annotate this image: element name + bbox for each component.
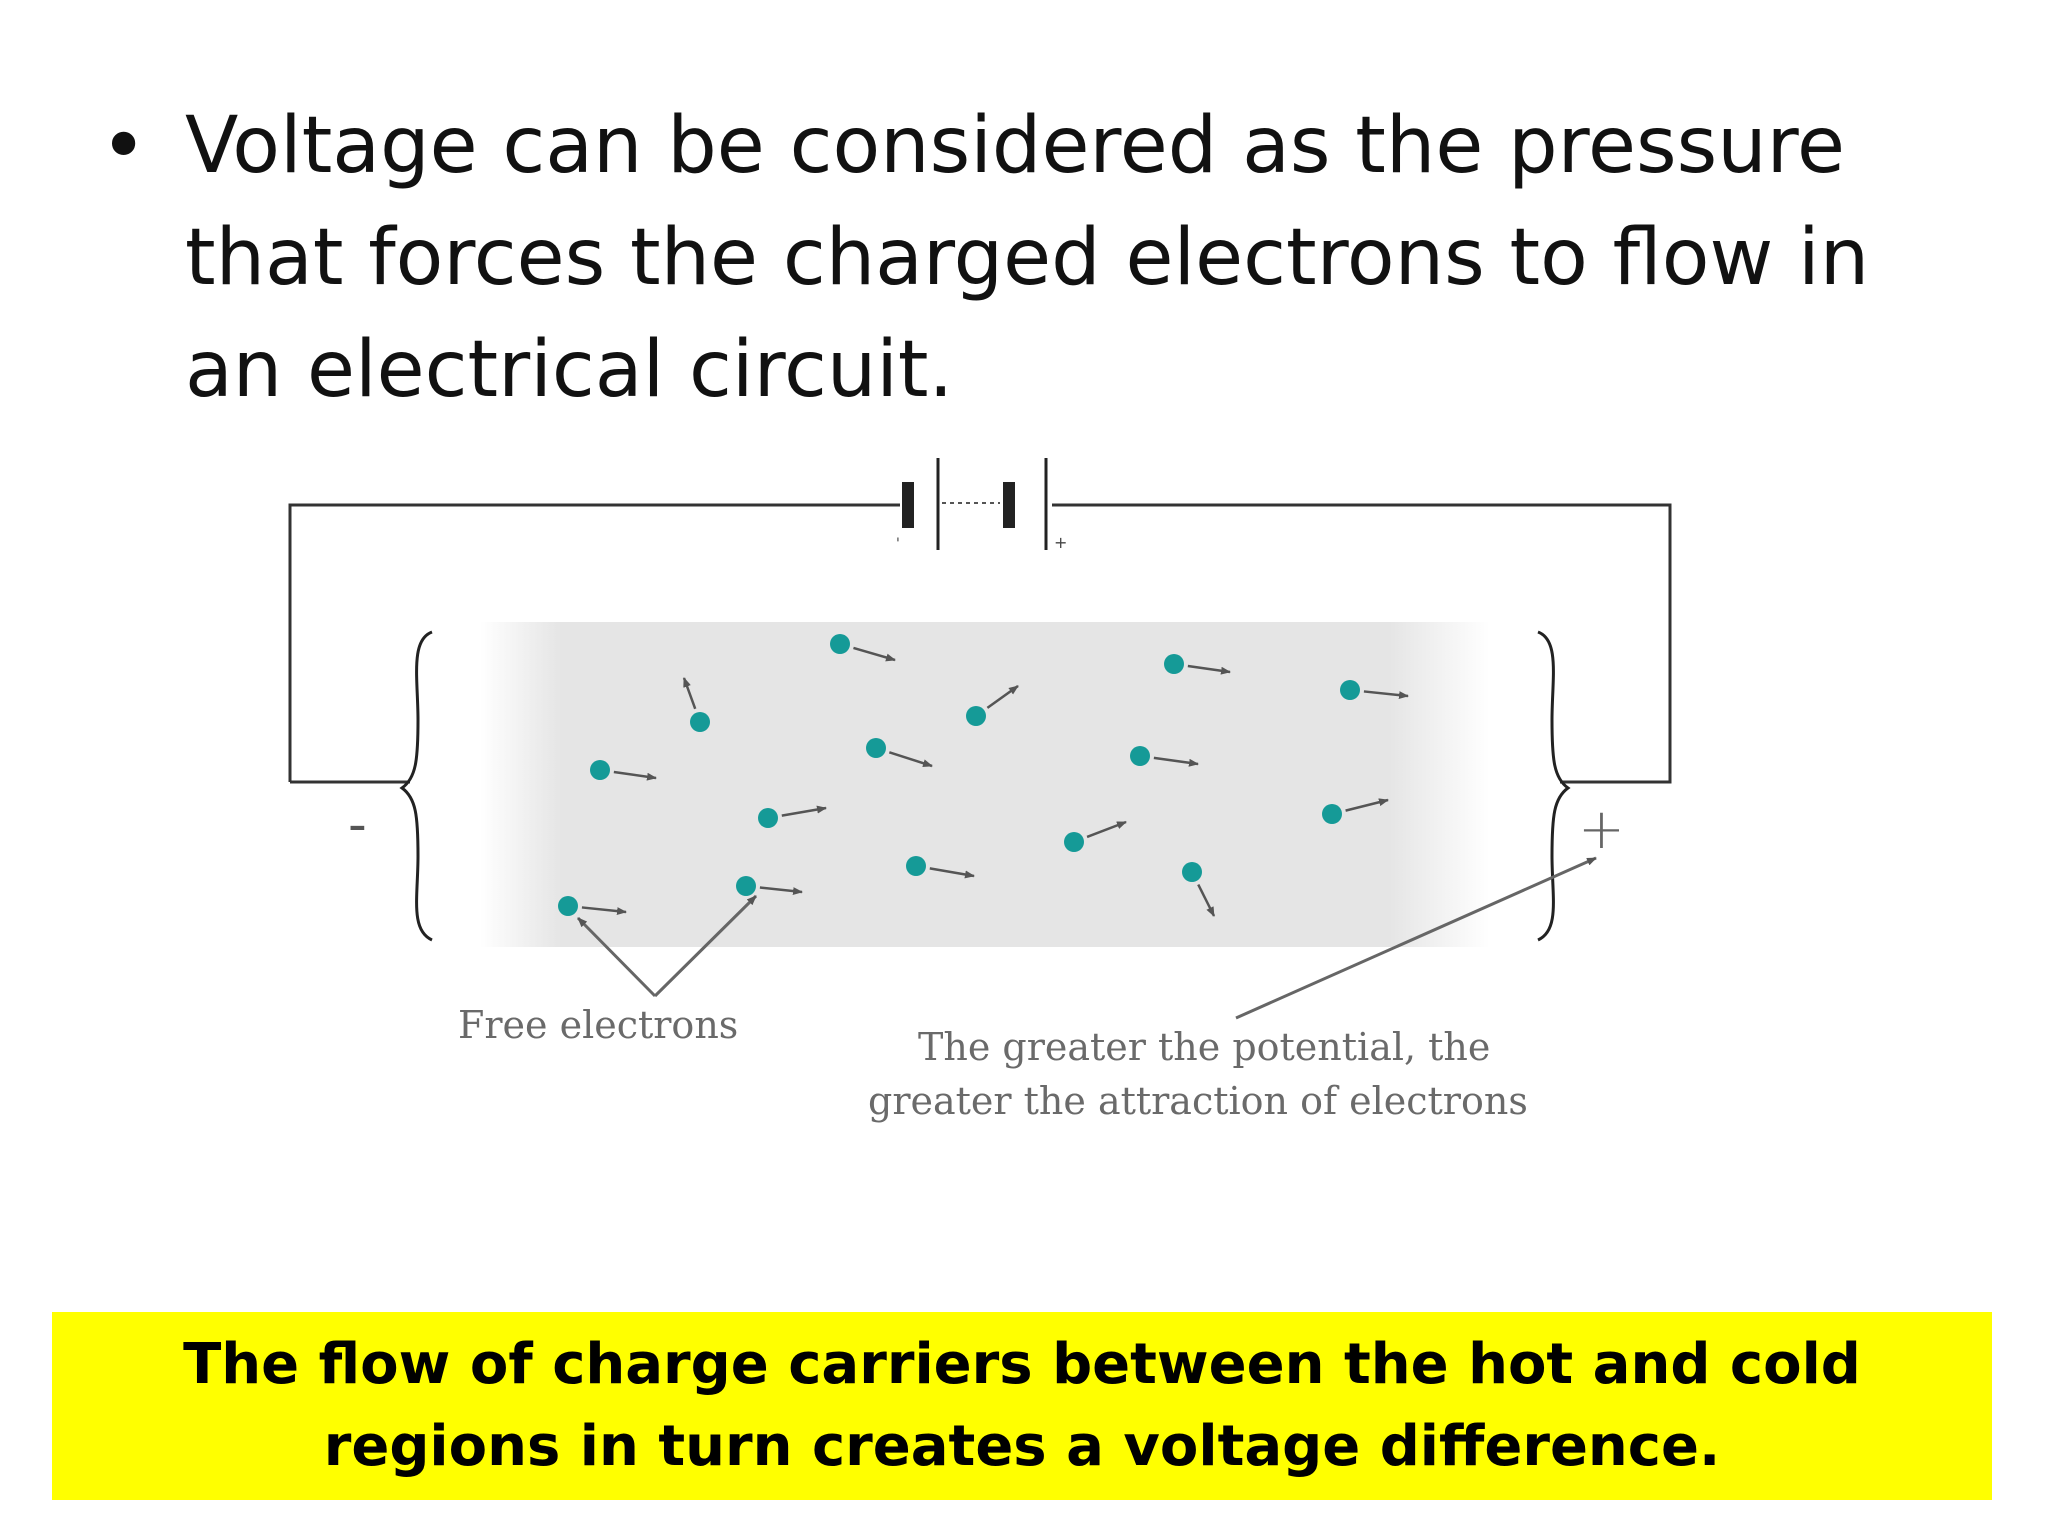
conductor-bar [480,622,1490,947]
circuit-wire [288,503,1672,784]
pointer-line-free-electrons-1 [576,916,657,998]
electron-dot [1182,862,1202,882]
electron-dot [830,634,850,654]
highlight-text: The flow of charge carriers between the … [183,1332,1861,1479]
electron-dot [1322,804,1342,824]
electron-drift-arrow [1197,883,1216,917]
electron-dot [966,706,986,726]
electron-drift-arrow [1187,664,1231,675]
electron-drift-arrow [613,770,657,781]
electron-dot [690,712,710,732]
highlight-box: The flow of charge carriers between the … [52,1312,1992,1500]
electrons-group [558,634,1409,917]
battery-icon [902,458,1048,550]
electron-drift-arrow [759,886,803,896]
electron-drift-arrow [929,867,975,879]
electron-drift-arrow [853,646,896,662]
electron-drift-arrow [682,677,697,710]
bullet-point: • Voltage can be considered as the press… [100,90,1980,426]
electron-drift-arrow [986,684,1019,709]
battery-plus-label: + [1054,533,1067,552]
label-potential-line2: greater the attraction of electrons [868,1079,1528,1123]
electron-drift-arrow [888,751,933,768]
minus-sign: - [348,795,367,855]
bullet-text: Voltage can be considered as the pressur… [185,101,1870,415]
electron-drift-arrow [581,906,627,916]
pointer-line-potential [1235,856,1597,1020]
label-potential-line1: The greater the potential, the [918,1025,1490,1069]
electron-dot [590,760,610,780]
electron-drift-arrow [1086,820,1127,839]
electron-dot [866,738,886,758]
electron-dot [1064,832,1084,852]
electron-dot [736,876,756,896]
left-brace [399,630,433,942]
plus-sign: + [1578,797,1625,862]
electron-drift-arrow [1345,798,1389,812]
electron-drift-arrow [1363,690,1409,700]
electron-dot [1164,654,1184,674]
electron-drift-arrow [781,805,827,817]
battery-minus-label: ' [896,536,900,552]
electron-dot [1340,680,1360,700]
electron-dot [906,856,926,876]
electron-drift-arrow [1153,756,1199,767]
label-free-electrons: Free electrons [458,1003,738,1047]
electron-dot [1130,746,1150,766]
bullet-symbol: • [100,99,148,192]
electron-dot [758,808,778,828]
right-brace [1537,630,1571,942]
pointer-line-free-electrons-2 [653,894,758,998]
electron-dot [558,896,578,916]
